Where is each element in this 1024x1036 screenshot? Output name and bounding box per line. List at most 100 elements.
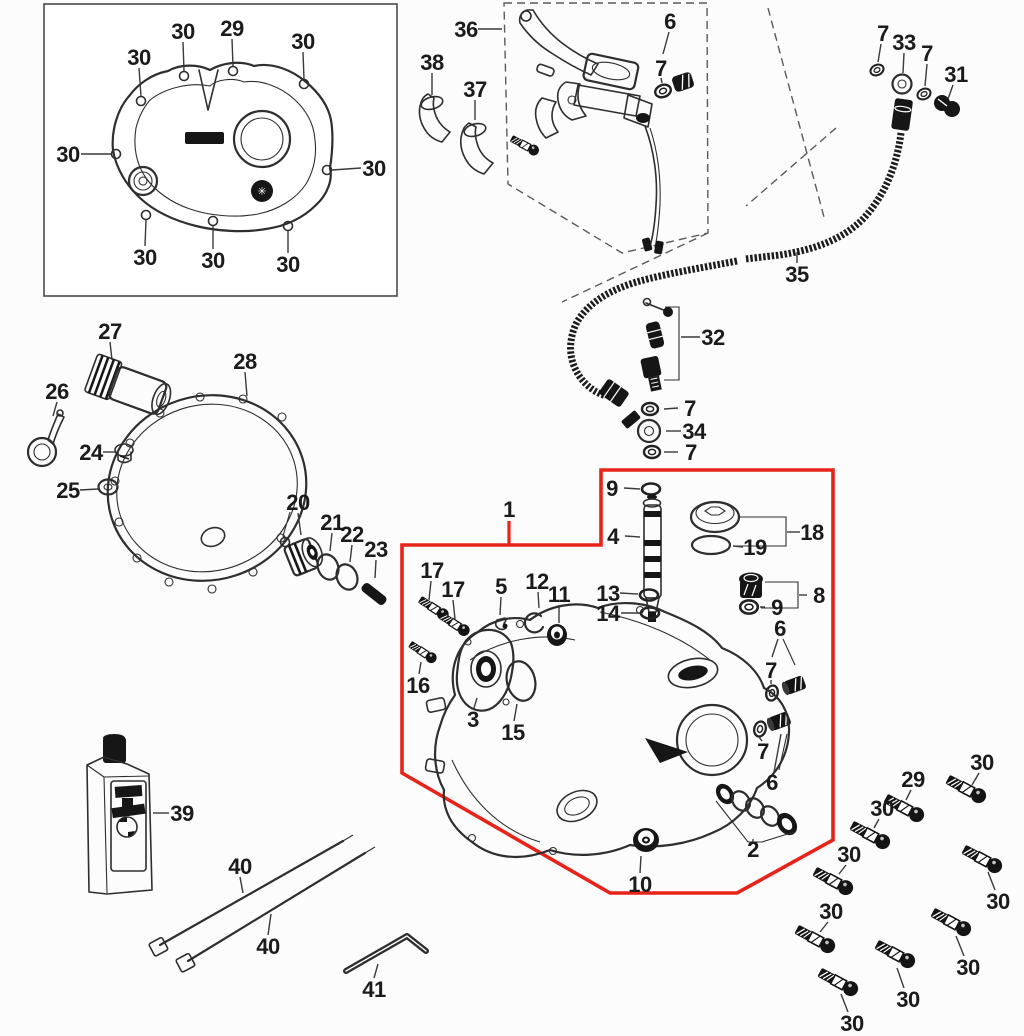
region1-parts <box>406 482 808 859</box>
leader-line-41 <box>373 963 379 979</box>
leader-line-33 <box>902 52 905 74</box>
part-label-6-49: 6 <box>774 616 786 641</box>
part-label-19-46: 19 <box>743 535 767 560</box>
leader-line-9 <box>623 487 641 490</box>
dashed-projection-b <box>561 232 709 303</box>
spring-26 <box>26 409 65 468</box>
leader-line-7 <box>924 63 928 87</box>
part-label-25-27: 25 <box>56 478 80 503</box>
clamp-38-top <box>420 95 444 111</box>
bracket-6-r1 <box>782 638 796 666</box>
lever-pivot-hole <box>520 10 532 22</box>
leader-line-30 <box>331 167 362 171</box>
hose-35-seg2 <box>567 257 738 400</box>
part-label-8-47: 8 <box>813 583 825 608</box>
clamp-38 <box>418 93 451 143</box>
perch-bolt <box>508 132 542 158</box>
cover-notch <box>198 69 219 111</box>
clutch-hose-assembly <box>567 61 960 460</box>
part-label-30-5: 30 <box>362 156 386 181</box>
hose-35-seg1 <box>744 132 905 263</box>
oring-19 <box>690 534 732 556</box>
leader-line-6 <box>773 733 782 773</box>
part-label-36-9: 36 <box>454 17 478 42</box>
wire-terminal-2 <box>654 240 664 255</box>
part-label-7-13: 7 <box>655 56 667 81</box>
part-label-16-38: 16 <box>406 673 430 698</box>
leader-line-17 <box>452 599 456 620</box>
oring-9 <box>640 482 662 496</box>
switch-wire <box>644 125 658 247</box>
part-label-7-22: 7 <box>685 440 697 465</box>
leader-line-7 <box>663 407 679 410</box>
circlip-12 <box>523 612 545 634</box>
leader-line-30 <box>819 921 829 933</box>
cap-18 <box>689 500 787 547</box>
leader-line-7 <box>877 43 882 63</box>
bolt-30-1 <box>943 771 990 807</box>
leader-line-30 <box>955 935 965 957</box>
clutch-cover-main <box>424 601 791 859</box>
leader-line-15 <box>513 703 518 722</box>
banjo-33 <box>891 73 913 95</box>
part-label-6-12: 6 <box>664 9 676 34</box>
bolt-6-r1 <box>779 674 808 697</box>
bolt-30-8 <box>815 964 862 1000</box>
reservoir-body <box>582 52 640 91</box>
leader-line-30 <box>302 51 305 80</box>
banjo-34 <box>621 410 662 444</box>
clamp-37-top <box>463 122 487 138</box>
leader-line-7 <box>660 77 663 84</box>
oring-22 <box>335 563 359 591</box>
leader-line-40 <box>267 913 272 936</box>
part-label-9-48: 9 <box>771 595 783 620</box>
wire-terminal-1 <box>642 237 653 252</box>
leader-line-30 <box>896 967 905 989</box>
seal-set-2 <box>715 783 798 843</box>
bolt-30-6 <box>928 904 975 940</box>
leader-line-6 <box>771 638 779 658</box>
part-label-11-37: 11 <box>548 582 571 607</box>
oil-seal-10 <box>633 828 659 852</box>
part-label-30-65: 30 <box>956 955 980 980</box>
leader-line-26 <box>52 401 58 417</box>
dashed-projection-a <box>767 7 825 218</box>
oring-21 <box>316 553 340 581</box>
seal-11 <box>547 624 567 646</box>
leader-line-21 <box>329 532 333 552</box>
leader-line-10 <box>639 855 642 874</box>
leader-line-3 <box>473 697 478 709</box>
part-label-30-8: 30 <box>276 252 300 277</box>
part-label-6-52: 6 <box>766 770 778 795</box>
hose-fitting-bottom <box>599 379 629 407</box>
bolt-31 <box>934 95 960 117</box>
bracket-2 <box>715 800 795 843</box>
master-cylinder-assembly <box>418 2 837 303</box>
hose-fitting-top <box>891 98 913 131</box>
part-label-30-6: 30 <box>133 245 157 270</box>
part-label-30-67: 30 <box>840 1011 864 1036</box>
part-label-30-7: 30 <box>201 248 225 273</box>
cover-cap-star: ✳ <box>257 186 266 198</box>
leader-line-25 <box>79 488 99 491</box>
gasket-28 <box>106 392 308 594</box>
part-label-30-4: 30 <box>56 142 80 167</box>
leader-line-12 <box>537 591 540 609</box>
part-label-30-66: 30 <box>896 987 920 1012</box>
pulley-20 <box>283 537 324 577</box>
oil-bottle-39 <box>86 734 153 895</box>
part-label-29-2: 29 <box>220 16 244 41</box>
part-label-15-40: 15 <box>501 720 525 745</box>
gasket-tab-hole <box>200 526 226 548</box>
cover-large-boss-inner <box>240 117 284 161</box>
outlet-bore <box>636 113 650 123</box>
hex-wrench-41-highlight <box>345 935 427 972</box>
cover-cap-dark <box>251 180 273 202</box>
leader-line-40 <box>239 876 244 894</box>
switch-wire-2 <box>649 127 661 249</box>
pin-23 <box>361 583 387 605</box>
part-label-27-23: 27 <box>98 319 122 344</box>
oil-pump-gear-27 <box>84 353 172 416</box>
part-label-30-1: 30 <box>171 19 195 44</box>
